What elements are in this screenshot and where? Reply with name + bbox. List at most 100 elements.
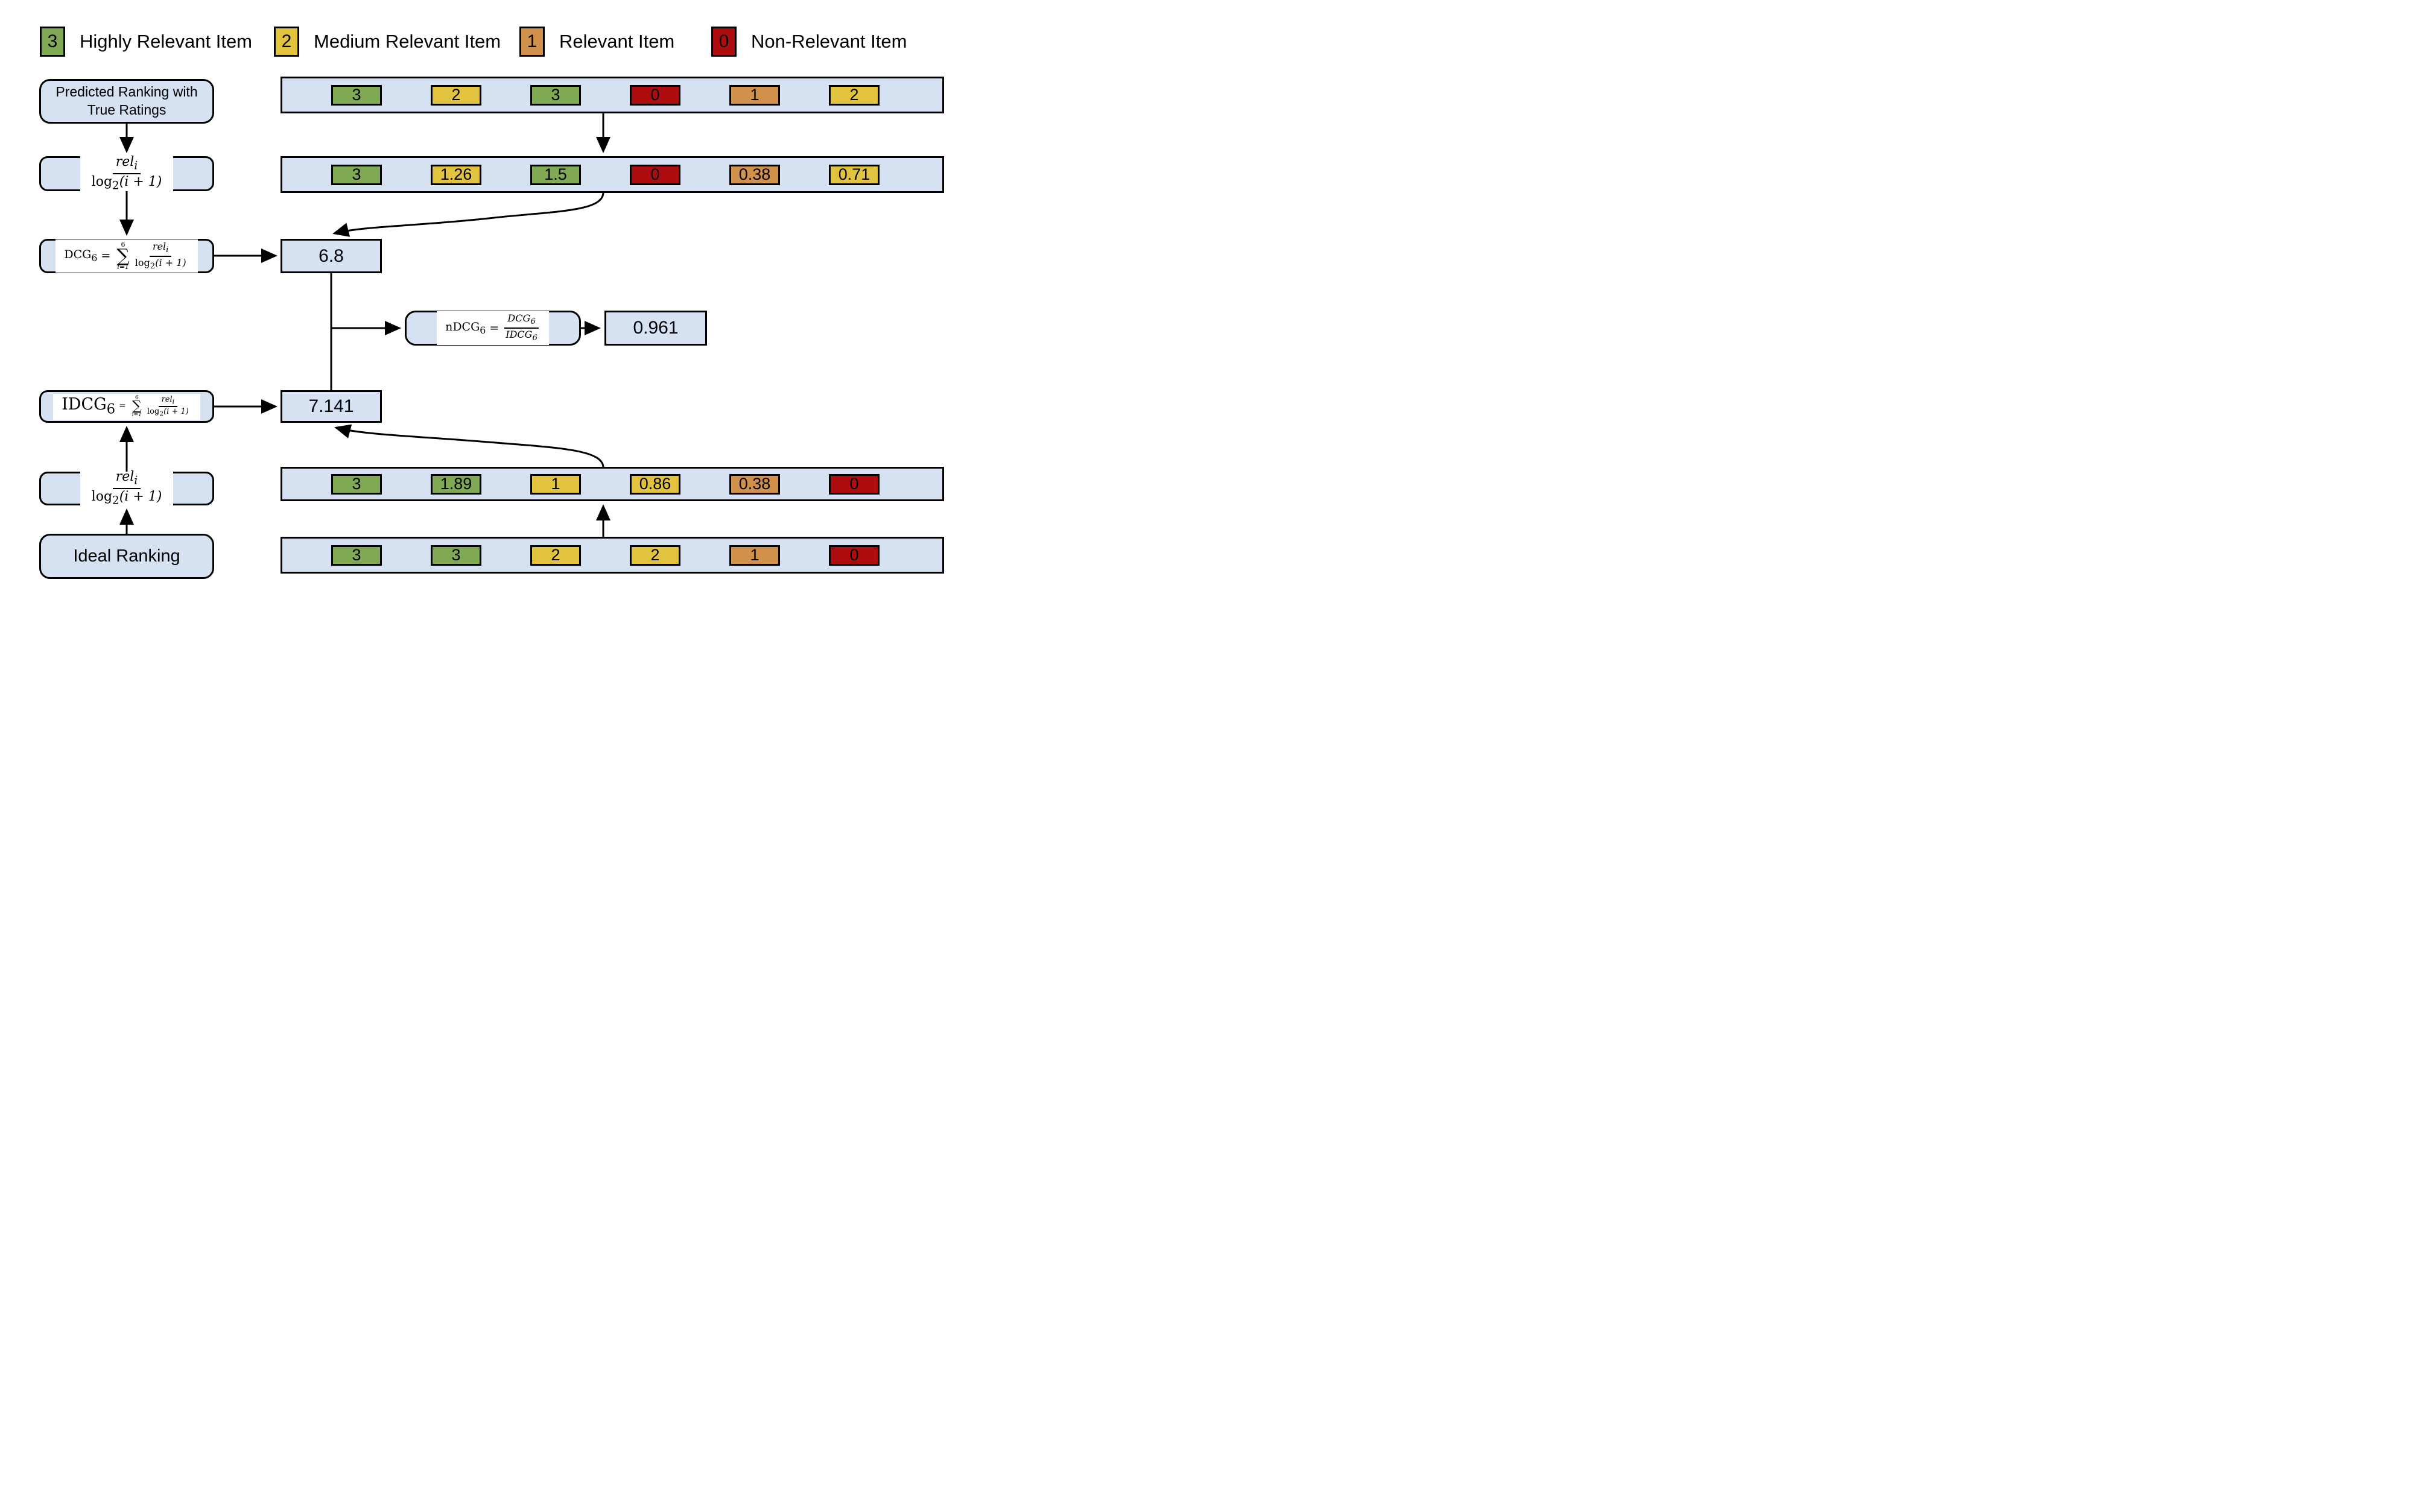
frac-den-sub: 2: [112, 179, 119, 192]
ndcg-frac-den-sub: 6: [532, 334, 537, 343]
discount-formula-top: reli log2(i + 1): [80, 153, 174, 194]
legend-label-medium-relevant: Medium Relevant Item: [314, 31, 501, 52]
idcg-name-sub: 6: [106, 401, 116, 417]
frac-num: rel: [152, 240, 166, 252]
legend-item-relevant: 1 Relevant Item: [519, 27, 674, 57]
frac-den-tail: (i + 1): [163, 407, 189, 416]
ndcg-diagram-canvas: { "colors": { "panel_fill": "#D6E1F2", "…: [0, 0, 965, 605]
rating-chip: 1: [729, 84, 780, 106]
legend-label-relevant: Relevant Item: [559, 31, 675, 52]
predicted-discounted-row: 3 1.26 1.5 0 0.38 0.71: [281, 156, 944, 193]
ndcg-value-node: 0.961: [604, 311, 707, 346]
discounted-chip: 0.38: [729, 164, 780, 185]
dcg-name-sub: 6: [91, 252, 98, 264]
discount-formula-node-bottom: reli log2(i + 1): [39, 468, 214, 509]
ndcg-frac-num: DCG: [507, 312, 531, 324]
frac-num-sub: i: [166, 245, 169, 255]
discounted-chip: 1.89: [431, 473, 481, 495]
discounted-chip: 3: [331, 164, 382, 185]
rating-chip: 3: [331, 545, 382, 566]
ndcg-name-sub: 6: [480, 324, 486, 336]
legend-item-highly-relevant: 3 Highly Relevant Item: [40, 27, 252, 57]
rating-chip: 0: [630, 84, 680, 106]
dcg-formula: DCG6 = 6 ∑ i=1 reli log2(i + 1): [55, 239, 198, 273]
ndcg-formula-node: nDCG6 = DCG6 IDCG6: [405, 311, 581, 346]
discounted-chip: 0.38: [729, 473, 780, 495]
discount-formula-bottom: reli log2(i + 1): [80, 468, 174, 509]
rating-chip: 3: [431, 545, 481, 566]
frac-num-sub: i: [134, 159, 138, 172]
dcg-sum-upper: 6: [121, 241, 125, 249]
dcg-sum-lower: i=1: [117, 263, 129, 271]
ideal-ranking-label: Ideal Ranking: [73, 546, 180, 566]
dcg-name: DCG: [64, 248, 92, 262]
discounted-chip: 1: [530, 473, 581, 495]
predicted-ranking-label: Predicted Ranking with True Ratings: [55, 84, 198, 118]
rating-chip: 3: [331, 84, 382, 106]
frac-den-sub: 2: [112, 494, 119, 507]
dcg-formula-node: DCG6 = 6 ∑ i=1 reli log2(i + 1): [39, 239, 214, 273]
ideal-discounted-row: 3 1.89 1 0.86 0.38 0: [281, 467, 944, 501]
frac-den: log: [135, 256, 150, 268]
rating-chip: 2: [530, 545, 581, 566]
frac-den-tail: (i + 1): [119, 174, 162, 189]
discounted-chip: 3: [331, 473, 382, 495]
rating-chip: 2: [829, 84, 880, 106]
frac-den-sub: 2: [159, 410, 164, 418]
ndcg-frac-den: IDCG: [506, 329, 533, 340]
predicted-ranking-node: Predicted Ranking with True Ratings: [39, 79, 214, 124]
discounted-chip: 0.86: [630, 473, 680, 495]
curve-row2-to-dcg-value: [332, 192, 604, 237]
frac-den: log: [91, 489, 113, 504]
curve-row3-to-idcg-value: [334, 424, 604, 467]
frac-den-sub: 2: [150, 261, 156, 271]
dcg-value-node: 6.8: [281, 239, 382, 273]
frac-num-sub: i: [172, 397, 175, 406]
sigma-symbol: ∑: [132, 399, 142, 414]
ndcg-frac-num-sub: 6: [530, 317, 536, 327]
idcg-sum-upper: 6: [135, 395, 139, 401]
discount-formula-node-top: reli log2(i + 1): [39, 153, 214, 194]
sigma-symbol: ∑: [116, 245, 130, 267]
legend-label-highly-relevant: Highly Relevant Item: [80, 31, 253, 52]
ndcg-formula: nDCG6 = DCG6 IDCG6: [437, 311, 549, 345]
rating-chip: 3: [530, 84, 581, 106]
discounted-chip: 0: [829, 473, 880, 495]
ndcg-equals: =: [489, 321, 499, 335]
frac-num: rel: [161, 394, 173, 404]
ndcg-name: nDCG: [445, 320, 480, 334]
legend-item-non-relevant: 0 Non-Relevant Item: [711, 27, 907, 57]
idcg-name: IDCG: [62, 395, 107, 414]
idcg-value-node: 7.141: [281, 390, 382, 423]
frac-den-tail: (i + 1): [119, 489, 162, 504]
dcg-value: 6.8: [319, 245, 344, 266]
frac-num-sub: i: [134, 474, 138, 487]
frac-den-tail: (i + 1): [155, 256, 186, 268]
legend-chip-1: 1: [519, 27, 545, 57]
rating-chip: 1: [729, 545, 780, 566]
frac-num: rel: [115, 469, 135, 485]
legend-chip-3: 3: [40, 27, 65, 57]
idcg-value: 7.141: [308, 396, 354, 416]
legend-chip-0: 0: [711, 27, 737, 57]
legend-item-medium-relevant: 2 Medium Relevant Item: [274, 27, 501, 57]
idcg-sum-lower: i=1: [132, 411, 142, 418]
ideal-ranking-node: Ideal Ranking: [39, 534, 214, 579]
frac-num: rel: [115, 154, 135, 170]
discounted-chip: 0.71: [829, 164, 880, 185]
rating-chip: 2: [431, 84, 481, 106]
legend-label-non-relevant: Non-Relevant Item: [751, 31, 907, 52]
discounted-chip: 1.5: [530, 164, 581, 185]
frac-den: log: [91, 174, 113, 189]
discounted-chip: 1.26: [431, 164, 481, 185]
idcg-formula: IDCG6 = 6 ∑ i=1 reli log2(i + 1): [53, 393, 200, 420]
predicted-ratings-row: 3 2 3 0 1 2: [281, 77, 944, 113]
rating-chip: 0: [829, 545, 880, 566]
ideal-ratings-row: 3 3 2 2 1 0: [281, 537, 944, 574]
idcg-equals: =: [119, 401, 126, 411]
dcg-equals: =: [101, 249, 111, 263]
discounted-chip: 0: [630, 164, 680, 185]
rating-chip: 2: [630, 545, 680, 566]
idcg-formula-node: IDCG6 = 6 ∑ i=1 reli log2(i + 1): [39, 390, 214, 423]
ndcg-value: 0.961: [633, 318, 679, 338]
